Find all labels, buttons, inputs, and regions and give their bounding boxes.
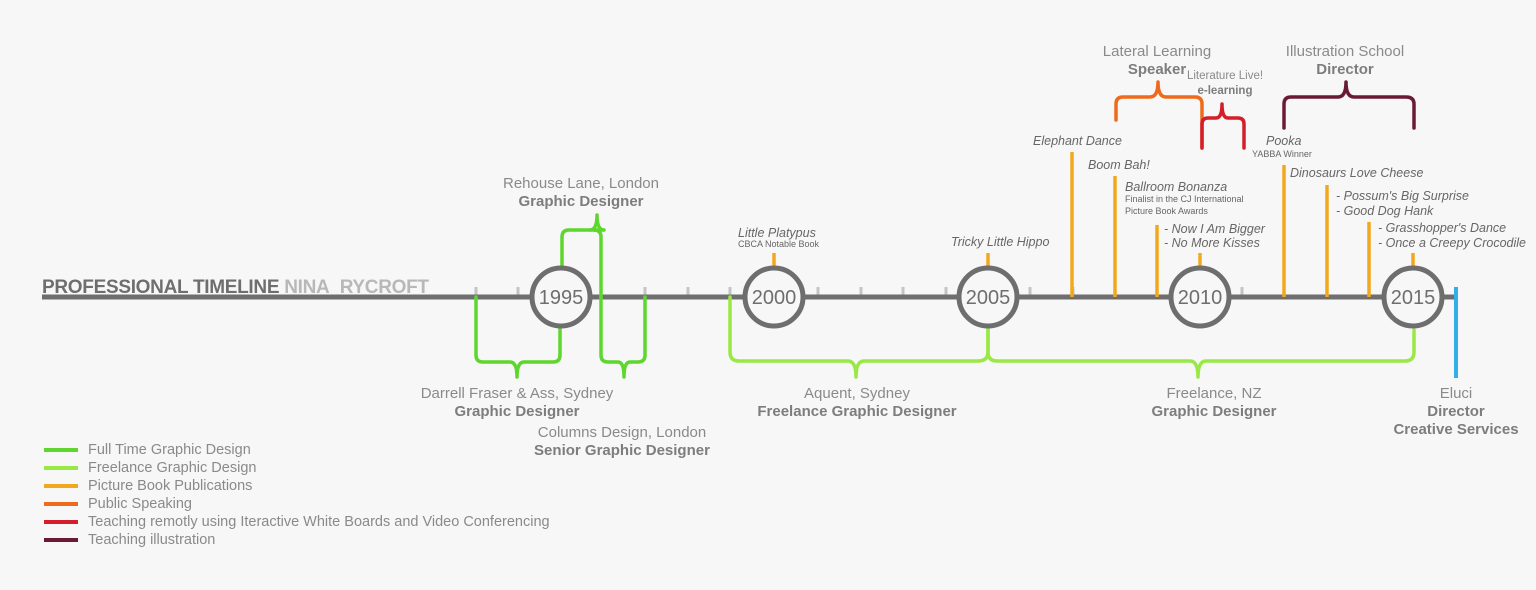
eluci-title: Director xyxy=(1427,403,1485,420)
book-little-platypus: Little Platypus xyxy=(738,226,816,240)
lateral-learning-bracket xyxy=(1114,80,1204,150)
rehouse-bracket-right xyxy=(588,228,603,299)
legend-swatch xyxy=(44,502,78,506)
lateral-place: Lateral Learning xyxy=(1102,43,1212,60)
book-possum-2: - Good Dog Hank xyxy=(1336,204,1434,218)
book-ballroom: Ballroom Bonanza xyxy=(1125,180,1228,194)
legend-label: Teaching illustration xyxy=(88,532,216,548)
book-elephant-dance: Elephant Dance xyxy=(1033,134,1122,148)
title-name: NINA RYCROFT xyxy=(284,277,429,298)
rehouse-title: Graphic Designer xyxy=(518,193,644,210)
legend-label: Full Time Graphic Design xyxy=(88,442,251,458)
freelance-nz-bracket xyxy=(986,298,1416,379)
book-tricky-hippo: Tricky Little Hippo xyxy=(951,235,1050,249)
book-bigger-1: - Now I Am Bigger xyxy=(1164,222,1265,236)
illustration-title: Director xyxy=(1316,61,1374,78)
legend-item: Public Speaking xyxy=(44,495,550,513)
legend-label: Freelance Graphic Design xyxy=(88,460,257,476)
legend-swatch xyxy=(44,448,78,452)
eluci-title2: Creative Services xyxy=(1393,421,1519,438)
legend-swatch xyxy=(44,466,78,470)
book-bigger-2: - No More Kisses xyxy=(1164,236,1260,250)
legend-item: Full Time Graphic Design xyxy=(44,441,550,459)
book-little-platypus-note: CBCA Notable Book xyxy=(738,239,820,249)
book-pooka: Pooka xyxy=(1266,134,1302,148)
year-label-1995: 1995 xyxy=(539,287,584,309)
legend-item: Picture Book Publications xyxy=(44,477,550,495)
legend-swatch xyxy=(44,520,78,524)
legend-label: Public Speaking xyxy=(88,496,192,512)
year-label-2010: 2010 xyxy=(1178,287,1223,309)
book-ballroom-note1: Finalist in the CJ International xyxy=(1125,194,1244,204)
lateral-title: Speaker xyxy=(1127,61,1187,78)
aquent-place: Aquent, Sydney xyxy=(804,385,910,402)
book-boom-bah: Boom Bah! xyxy=(1088,158,1150,172)
legend-item: Teaching illustration xyxy=(44,531,550,549)
book-ballroom-note2: Picture Book Awards xyxy=(1125,206,1208,216)
literature-place: Literature Live! xyxy=(1186,70,1264,82)
aquent-bracket xyxy=(728,295,990,379)
illustration-school-bracket xyxy=(1282,80,1416,130)
freelance-nz-place: Freelance, NZ xyxy=(1166,385,1262,402)
year-circle-2010 xyxy=(1168,265,1232,329)
columns-title: Senior Graphic Designer xyxy=(534,442,710,459)
legend-swatch xyxy=(44,484,78,488)
columns-place: Columns Design, London xyxy=(537,424,707,441)
year-circle-1995 xyxy=(529,265,593,329)
book-possum-1: - Possum's Big Surprise xyxy=(1336,189,1469,203)
legend-item: Teaching remotly using Iteractive White … xyxy=(44,513,550,531)
year-label-2000: 2000 xyxy=(752,287,797,309)
rehouse-place: Rehouse Lane, London xyxy=(503,175,659,192)
book-grasshopper-2: - Once a Creepy Crocodile xyxy=(1378,236,1526,250)
legend-label: Teaching remotly using Iteractive White … xyxy=(88,514,550,530)
book-grasshopper-1: - Grasshopper's Dance xyxy=(1378,221,1507,235)
year-circle-2015 xyxy=(1381,265,1445,329)
darrell-bracket xyxy=(474,295,562,379)
year-label-2015: 2015 xyxy=(1391,287,1436,309)
year-circle-2000 xyxy=(742,265,806,329)
columns-bracket xyxy=(599,295,647,379)
illustration-place: Illustration School xyxy=(1285,43,1405,60)
aquent-title: Freelance Graphic Designer xyxy=(757,403,957,420)
literature-live-bracket xyxy=(1200,102,1246,150)
book-pooka-note: YABBA Winner xyxy=(1252,149,1312,159)
freelance-nz-title: Graphic Designer xyxy=(1151,403,1277,420)
literature-title: e-learning xyxy=(1197,85,1253,97)
title-main: PROFESSIONAL TIMELINE xyxy=(42,277,280,298)
year-label-2005: 2005 xyxy=(966,287,1011,309)
page-title: PROFESSIONAL TIMELINE NINA RYCROFT xyxy=(42,278,429,297)
book-dinosaurs: Dinosaurs Love Cheese xyxy=(1290,166,1424,180)
darrell-title: Graphic Designer xyxy=(454,403,580,420)
darrell-place: Darrell Fraser & Ass, Sydney xyxy=(420,385,614,402)
legend-swatch xyxy=(44,538,78,542)
rehouse-bracket xyxy=(560,213,606,299)
year-circle-2005 xyxy=(956,265,1020,329)
legend-item: Freelance Graphic Design xyxy=(44,459,550,477)
legend-label: Picture Book Publications xyxy=(88,478,253,494)
eluci-place: Eluci xyxy=(1439,385,1473,402)
